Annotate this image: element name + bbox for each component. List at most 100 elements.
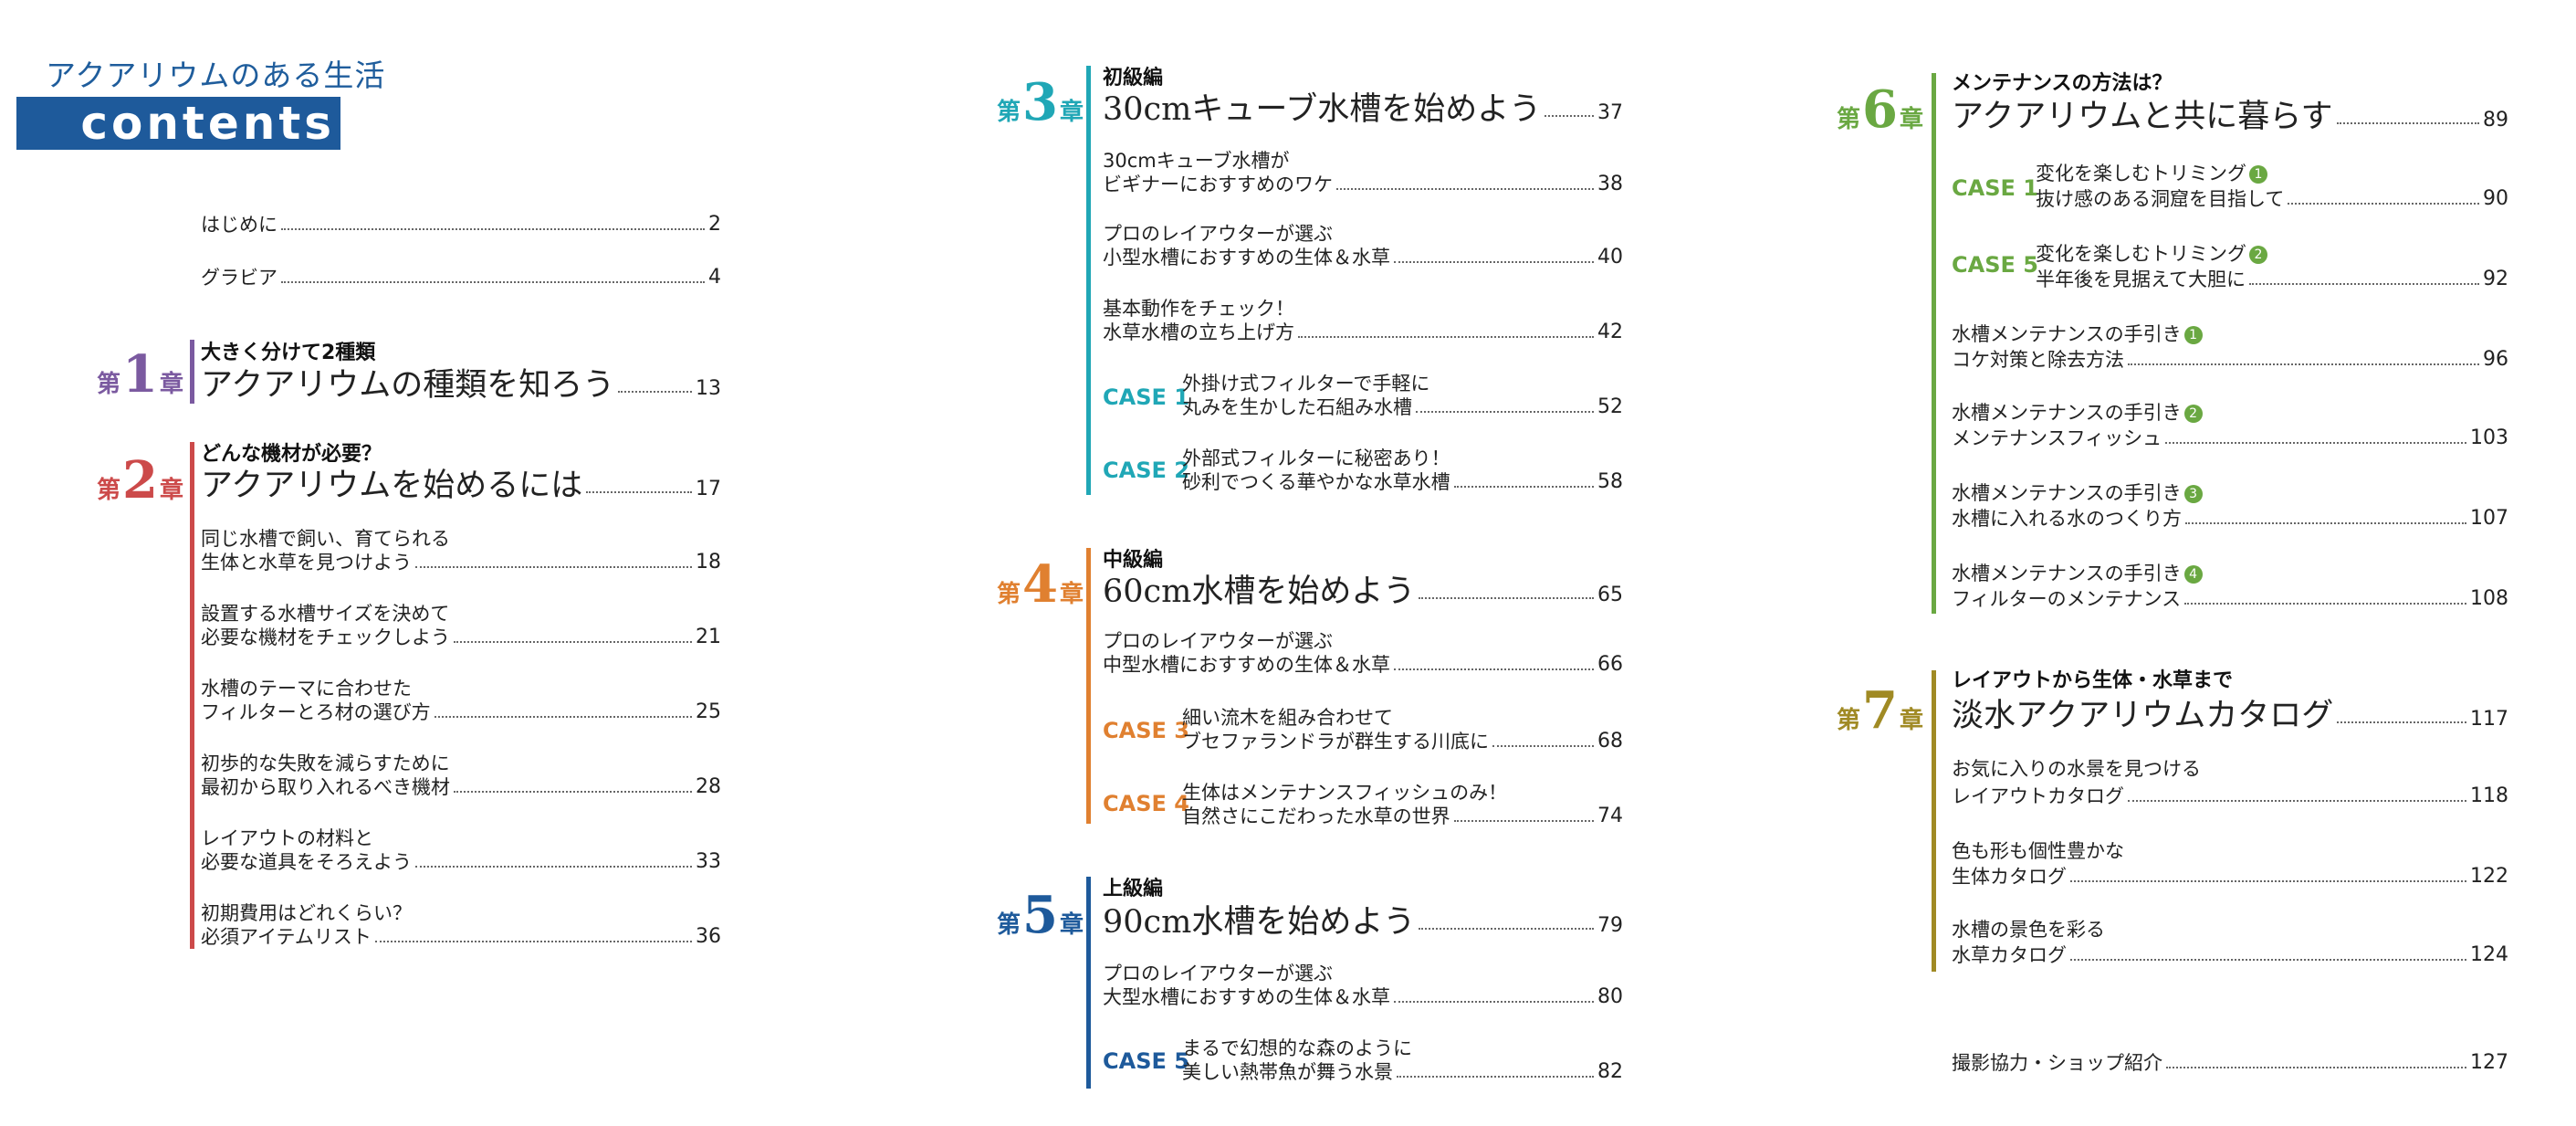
entry-line1: 基本動作をチェック！ [1103, 298, 1294, 320]
chapter-number: 7 [1862, 680, 1898, 741]
page-number: 18 [696, 551, 721, 574]
chapter-prefix: 第 [997, 581, 1021, 608]
toc-entry-intro[interactable]: はじめに 2 [201, 212, 721, 237]
leader-dots [2288, 203, 2479, 205]
entry-text: 抜け感のある洞窟を目指して [2036, 188, 2285, 210]
entry-text: 水草カタログ [1952, 944, 2067, 966]
leader-dots [454, 791, 692, 793]
page-number: 122 [2470, 865, 2508, 888]
chapter-5-bar [1086, 877, 1091, 1089]
chapter-title: 淡水アクアリウムカタログ [1952, 698, 2334, 734]
chapter-2-title-entry[interactable]: アクアリウムを始めるには 17 [201, 468, 721, 504]
entry-text: ビギナーにおすすめのワケ [1103, 174, 1333, 195]
entry-line1-text: 変化を楽しむトリミング [2036, 163, 2246, 184]
page-number: 13 [696, 377, 721, 400]
leader-dots [1394, 668, 1594, 670]
toc-entry[interactable]: 生体カタログ 122 [1952, 864, 2508, 889]
page-number: 42 [1597, 321, 1623, 343]
page-number: 92 [2483, 268, 2508, 290]
leader-dots [415, 866, 692, 868]
chapter-title: アクアリウムと共に暮らす [1952, 99, 2333, 135]
chapter-prefix: 第 [1837, 106, 1861, 133]
entry-line1: レイアウトの材料と [201, 827, 373, 849]
toc-entry[interactable]: 自然さにこだわった水草の世界 74 [1182, 804, 1623, 829]
page-number: 37 [1597, 101, 1623, 124]
page-number: 96 [2483, 348, 2508, 371]
leader-dots [1394, 261, 1594, 263]
entry-text: 小型水槽におすすめの生体＆水草 [1103, 247, 1390, 268]
leader-dots [1298, 336, 1594, 338]
page-number: 17 [696, 478, 721, 500]
leader-dots [2128, 800, 2466, 802]
number-badge-icon: 1 [2183, 326, 2203, 344]
page-number: 74 [1597, 805, 1623, 827]
page-number: 52 [1597, 395, 1623, 418]
page-number: 107 [2470, 507, 2508, 530]
leader-dots [454, 641, 692, 643]
chapter-1-category: 大きく分けて2種類 [201, 342, 376, 364]
leader-dots [374, 941, 692, 942]
entry-text: 必要な機材をチェックしよう [201, 626, 450, 648]
case-label: CASE 2 [1103, 458, 1189, 483]
toc-entry[interactable]: レイアウトカタログ 118 [1952, 784, 2508, 809]
entry-text: 大型水槽におすすめの生体＆水草 [1103, 986, 1390, 1008]
chapter-7-category: レイアウトから生体・水草まで [1952, 669, 2234, 692]
entry-text: 砂利でつくる華やかな水草水槽 [1182, 471, 1450, 493]
entry-line1-text: 水槽メンテナンスの手引き [1952, 323, 2182, 345]
entry-line1-text: 変化を楽しむトリミング [2036, 243, 2246, 265]
entry-text: レイアウトカタログ [1952, 785, 2124, 807]
chapter-suffix: 章 [1899, 707, 1923, 734]
entry-line1: 色も形も個性豊かな [1952, 840, 2124, 862]
leader-dots [2336, 122, 2479, 124]
leader-dots [415, 566, 692, 568]
chapter-title: アクアリウムを始めるには [201, 468, 583, 504]
chapter-prefix: 第 [997, 911, 1021, 939]
entry-text: 自然さにこだわった水草の世界 [1182, 805, 1450, 827]
toc-entry[interactable]: 生体と水草を見つけよう 18 [201, 550, 721, 575]
entry-text: はじめに [201, 214, 277, 236]
chapter-5-category: 上級編 [1103, 878, 1164, 900]
page-number: 118 [2470, 784, 2508, 807]
entry-text: 生体と水草を見つけよう [201, 552, 412, 574]
leader-dots [2165, 442, 2466, 444]
entry-text: 生体カタログ [1952, 866, 2067, 888]
page-number: 108 [2470, 587, 2508, 610]
chapter-6-category: メンテナンスの方法は？ [1952, 72, 2173, 95]
page-number: 2 [708, 213, 721, 236]
entry-line1: 設置する水槽サイズを決めて [201, 603, 450, 625]
entry-line1: 初歩的な失敗を減らすために [201, 752, 450, 774]
page-number: 36 [696, 925, 721, 948]
leader-dots [618, 391, 692, 393]
leader-dots [2070, 959, 2466, 961]
entry-line1: 外部式フィルターに秘密あり！ [1182, 447, 1450, 469]
